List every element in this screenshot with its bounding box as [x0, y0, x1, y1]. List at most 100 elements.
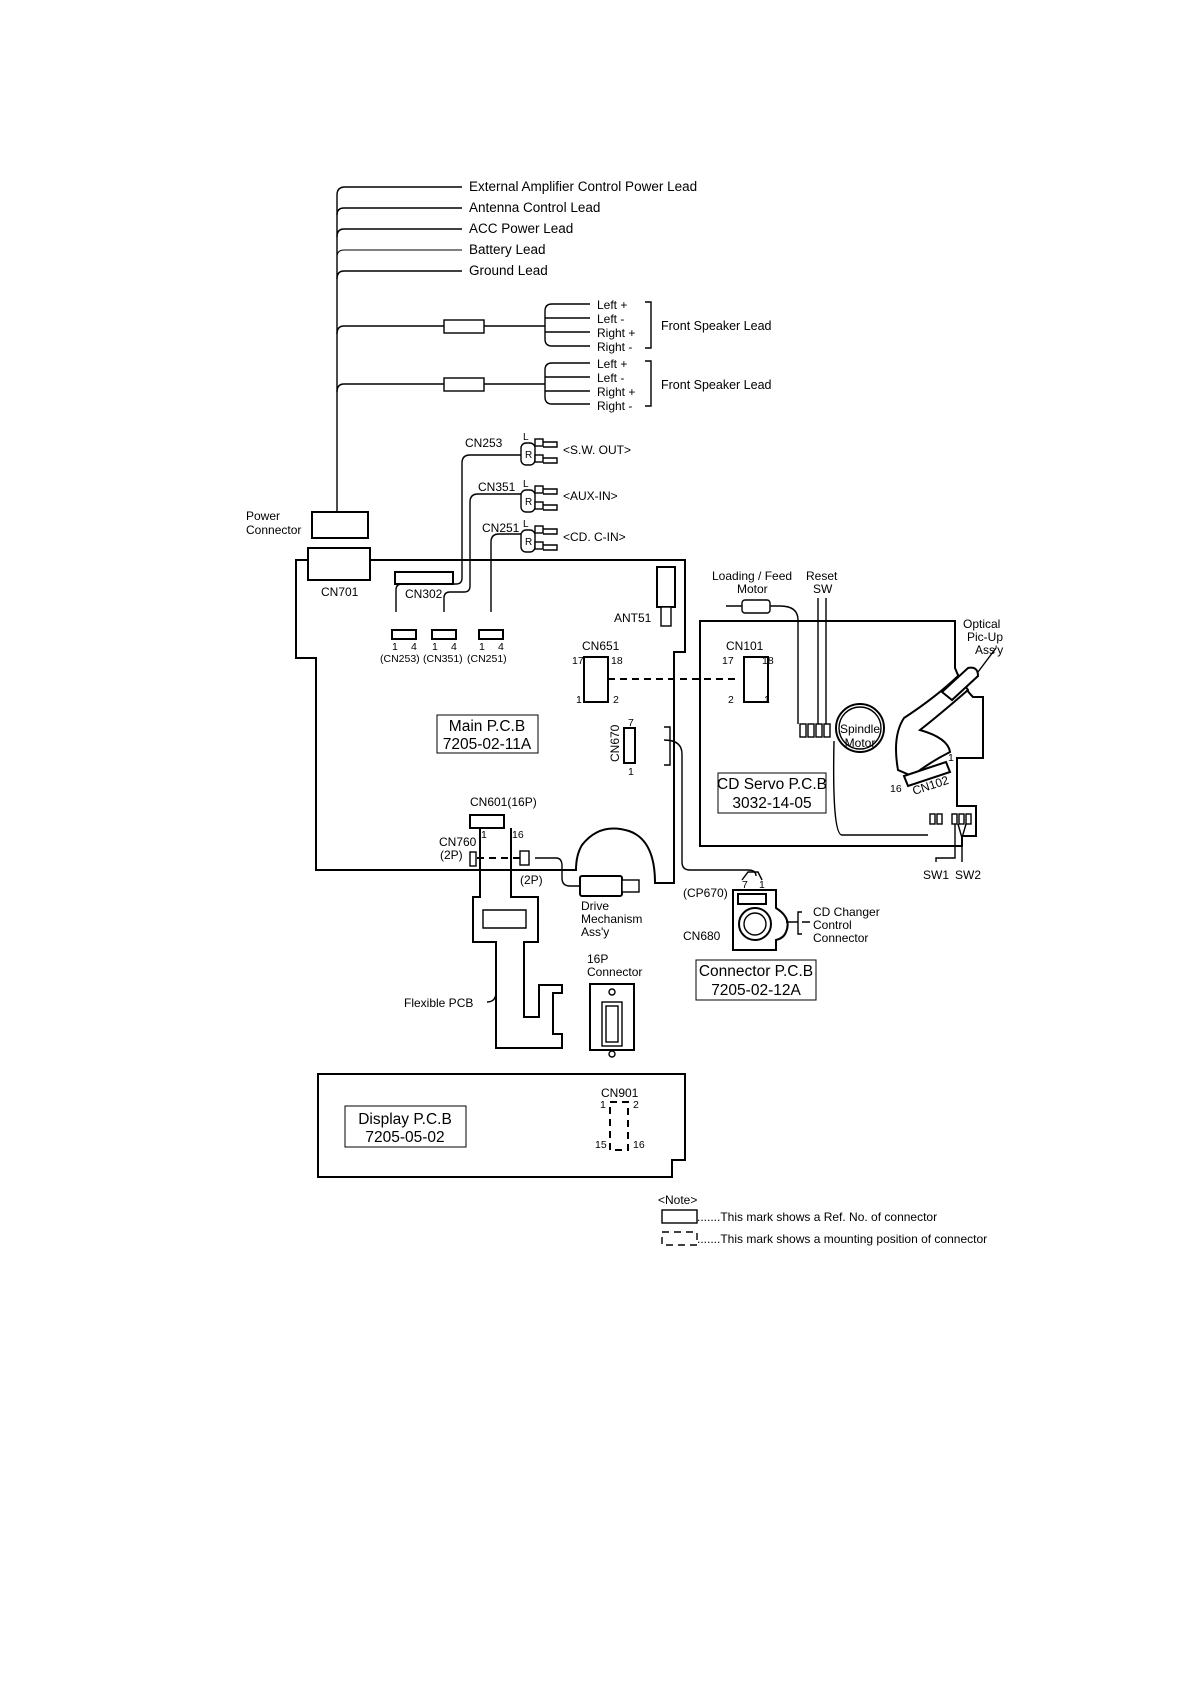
cn651-pin2: 2: [613, 694, 619, 706]
rca-labels: CN253 L R <S.W. OUT> CN351 L R <AUX-IN> …: [465, 432, 631, 548]
cn760-2p-label: (2P): [440, 848, 463, 862]
pickup-label-2: Pic-Up: [967, 630, 1003, 644]
connector-pcb-title: Connector P.C.B: [699, 963, 813, 980]
loading-motor-label-1: Loading / Feed: [712, 569, 792, 583]
sw-out-label: <S.W. OUT>: [563, 443, 631, 457]
cn901-label: CN901: [601, 1086, 639, 1100]
cn670-pin7: 7: [628, 717, 634, 729]
sw-out-r-label: R: [525, 450, 532, 461]
reset-label-2: SW: [813, 582, 833, 596]
cn901-pin2: 2: [633, 1099, 639, 1111]
sub-cn351: (CN351): [423, 653, 463, 665]
cn251-pin1: 1: [479, 641, 485, 653]
reset-label-1: Reset: [806, 569, 838, 583]
sw-out-l-label: L: [523, 432, 529, 443]
cn651-pin18: 18: [611, 655, 623, 667]
cn253-pin1: 1: [392, 641, 398, 653]
aux-in-label: <AUX-IN>: [563, 489, 618, 503]
cp670-pin7: 7: [742, 879, 748, 891]
sw1-label: SW1: [923, 868, 949, 882]
battery-lead-label: Battery Lead: [469, 242, 546, 257]
power-connector-label-2: Connector: [246, 523, 301, 537]
cn901-pin16: 16: [633, 1139, 645, 1151]
connector-16p: 16P Connector: [587, 952, 642, 1058]
drive-label-1: Drive: [581, 899, 609, 913]
spk2-right-minus: Right -: [597, 399, 632, 413]
cn302-label: CN302: [405, 587, 443, 601]
spk1-right-plus: Right +: [597, 326, 635, 340]
front-speaker-lead-label-2: Front Speaker Lead: [661, 378, 772, 392]
cp670-label: (CP670): [683, 886, 728, 900]
pickup-label-1: Optical: [963, 617, 1000, 631]
cn101-pin1: 1: [764, 694, 770, 706]
connector-16p-label-2: Connector: [587, 965, 642, 979]
cn670-pin1: 1: [628, 766, 634, 778]
spindle-motor: Spindle Motor: [832, 703, 928, 836]
cn351-label: CN351: [478, 480, 516, 494]
spk2-right-plus: Right +: [597, 385, 635, 399]
cn101-pin18: 18: [762, 655, 774, 667]
loading-motor-label-2: Motor: [737, 582, 768, 596]
main-pcb-title: Main P.C.B: [449, 718, 525, 735]
cn901-pin1: 1: [600, 1099, 606, 1111]
drive-mechanism: (2P) Drive Mechanism Ass'y: [519, 850, 642, 939]
aux-in-l-label: L: [523, 479, 529, 490]
cd-servo-code: 3032-14-05: [732, 795, 811, 812]
cn101-pin17: 17: [722, 655, 734, 667]
cn253-pin4: 4: [411, 641, 417, 653]
note-heading: <Note>: [658, 1193, 697, 1207]
display-pcb-title: Display P.C.B: [358, 1111, 452, 1128]
changer-label-2: Control: [813, 918, 852, 932]
spk1-left-minus: Left -: [597, 312, 624, 326]
drive-label-3: Ass'y: [581, 925, 609, 939]
front-speaker-connector-2: [443, 360, 652, 407]
aux-in-r-label: R: [525, 497, 532, 508]
spk1-left-plus: Left +: [597, 298, 627, 312]
changer-label-3: Connector: [813, 931, 868, 945]
lead-harness: [336, 186, 462, 512]
cd-c-in-label: <CD. C-IN>: [563, 530, 626, 544]
power-connector: Power Connector: [246, 509, 369, 539]
cn670-label: CN670: [608, 724, 622, 762]
note-dashed-text: .......This mark shows a mounting positi…: [697, 1232, 987, 1246]
acc-lead-label: ACC Power Lead: [469, 221, 573, 236]
rca-plug-sw-out: [395, 438, 558, 612]
spindle-label-1: Spindle: [840, 722, 880, 736]
ground-lead-label: Ground Lead: [469, 263, 548, 278]
cn253-label: CN253: [465, 436, 503, 450]
cn651-label: CN651: [582, 639, 620, 653]
cn601-label: CN601(16P): [470, 795, 537, 809]
front-speaker-lead-label-1: Front Speaker Lead: [661, 319, 772, 333]
cn701-label: CN701: [321, 585, 359, 599]
cd-c-in-r-label: R: [525, 537, 532, 548]
rca-plug-aux-in: [443, 485, 558, 612]
pickup-label-3: Ass'y: [975, 643, 1003, 657]
drive-label-2: Mechanism: [581, 912, 642, 926]
connector-pcb: 7 1 (CP670) CN680 CD Changer Control Con…: [663, 739, 880, 1001]
note-solid-text: .......This mark shows a Ref. No. of con…: [697, 1210, 937, 1224]
cn760-label: CN760: [439, 835, 477, 849]
spk2-left-plus: Left +: [597, 357, 627, 371]
flexible-pcb: Flexible PCB: [404, 828, 563, 1049]
flexible-pcb-label: Flexible PCB: [404, 996, 473, 1010]
connector-16p-label-1: 16P: [587, 952, 608, 966]
sub-cn253: (CN253): [380, 653, 420, 665]
front-speaker-connector-1: [443, 301, 652, 349]
main-pcb-code: 7205-02-11A: [443, 736, 532, 753]
spk2-left-minus: Left -: [597, 371, 624, 385]
speaker-labels: Left + Left - Right + Right - Front Spea…: [597, 298, 772, 413]
cn651-pin1: 1: [576, 694, 582, 706]
ext-amp-lead-label: External Amplifier Control Power Lead: [469, 179, 697, 194]
optical-pickup: Optical Pic-Up Ass'y 1 16 CN102: [890, 617, 1003, 798]
power-connector-label-1: Power: [246, 509, 280, 523]
lead-labels: External Amplifier Control Power Lead An…: [469, 179, 697, 278]
cn901-pin15: 15: [595, 1139, 607, 1151]
cn101-pin2: 2: [728, 694, 734, 706]
changer-label-1: CD Changer: [813, 905, 880, 919]
cd-servo-title: CD Servo P.C.B: [717, 776, 827, 793]
ant51-label: ANT51: [614, 611, 652, 625]
rca-plug-cd-c-in: [490, 525, 558, 612]
sw2-label: SW2: [955, 868, 981, 882]
cd-servo-pcb: CN101 17 18 2 1 Loading / Feed Motor Res…: [699, 569, 1003, 882]
